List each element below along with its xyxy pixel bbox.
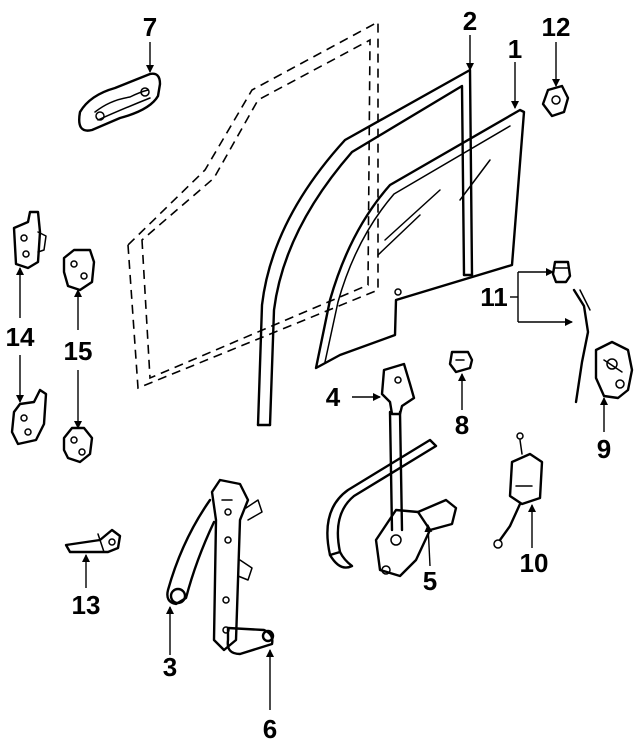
callout-14: 14 [6,322,35,352]
callout-7: 7 [143,12,157,42]
front-window-regulator [166,478,263,652]
glass-run-channel [256,68,474,427]
leader-lines [16,35,608,710]
clip-part-8 [448,350,474,374]
callout-1: 1 [508,34,522,64]
door-glass [314,108,526,370]
callout-11: 11 [480,282,508,312]
callout-8: 8 [455,410,469,440]
outside-door-handle [78,72,162,132]
hinge-upper-14 [12,210,47,270]
lock-rod-part-11 [572,288,591,404]
lock-cylinder-part-11 [551,260,572,284]
door-lock-assembly [594,340,634,400]
callout-13: 13 [72,590,101,620]
callout-10: 10 [520,548,549,578]
hinge-upper-15 [62,248,96,292]
window-crank-handle [226,626,275,656]
callout-2: 2 [463,6,477,36]
hinge-lower-14 [10,388,48,446]
hinge-lower-15 [62,426,94,464]
callout-15: 15 [64,336,93,366]
callout-6: 6 [263,714,277,744]
callout-3: 3 [163,652,177,682]
rear-window-regulator [326,362,458,578]
door-lock-actuator [493,432,544,549]
callout-5: 5 [423,566,437,596]
striker-part-12 [541,84,570,118]
door-shell-outline [127,20,379,390]
callout-9: 9 [597,434,611,464]
callout-4: 4 [326,382,341,412]
callout-12: 12 [542,12,571,42]
door-check-part-13 [64,528,122,554]
